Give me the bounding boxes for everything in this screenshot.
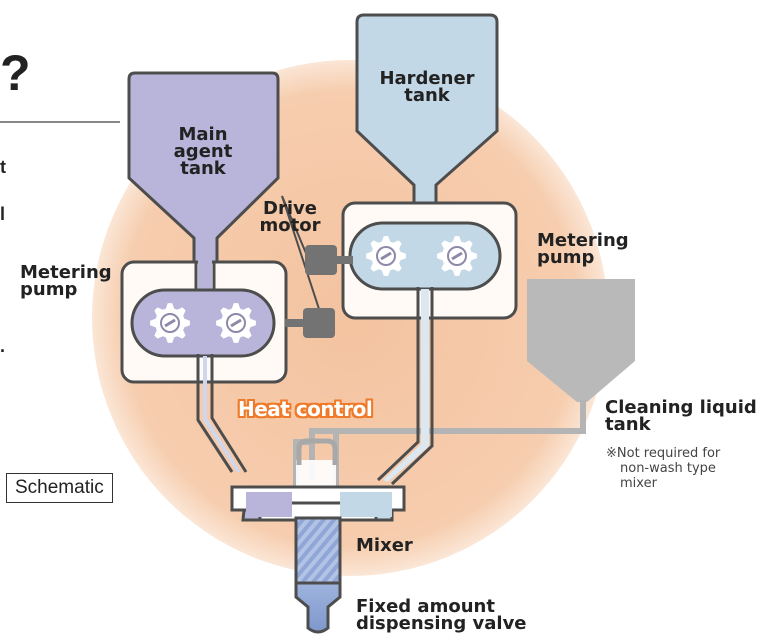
edge-text-fragment: . <box>0 336 6 356</box>
upper-motor <box>305 245 337 275</box>
dispensing-valve-label: Fixed amount dispensing valve <box>356 596 527 634</box>
section-divider <box>0 121 120 123</box>
edge-text-fragment: t <box>0 157 6 177</box>
mixer-label: Mixer <box>356 535 413 556</box>
cleaning-tank-label: Cleaning liquid tank <box>605 397 757 435</box>
heat-control-label: Heat control <box>238 397 373 421</box>
cleaning-liquid-system <box>293 279 635 520</box>
right-metering-pump-label: Metering pump <box>537 230 629 268</box>
gear-icon <box>216 303 256 343</box>
dispensing-valve-body <box>294 581 342 634</box>
schematic-label: Schematic <box>6 473 113 503</box>
heading-fragment: ? <box>0 45 31 101</box>
cleaning-tank-note: ※Not required for non-wash type mixer <box>606 446 721 491</box>
lower-motor <box>303 308 335 338</box>
main-agent-tank <box>127 71 280 271</box>
mixer-element <box>294 516 342 585</box>
hardener-tank <box>355 13 499 217</box>
main-agent-tank-label: Main agent tank <box>173 124 233 179</box>
left-metering-pump-label: Metering pump <box>20 262 112 300</box>
cleaning-liquid-tank <box>527 279 635 402</box>
gear-icon <box>150 303 190 343</box>
hardener-tank-label: Hardener tank <box>379 68 475 106</box>
edge-text-fragment: l <box>0 204 6 224</box>
drive-motor-label: Drive motor <box>259 198 321 236</box>
mixer-assembly <box>230 485 406 634</box>
gear-icon <box>437 236 477 276</box>
gear-icon <box>366 236 406 276</box>
drive-motors <box>281 195 353 338</box>
